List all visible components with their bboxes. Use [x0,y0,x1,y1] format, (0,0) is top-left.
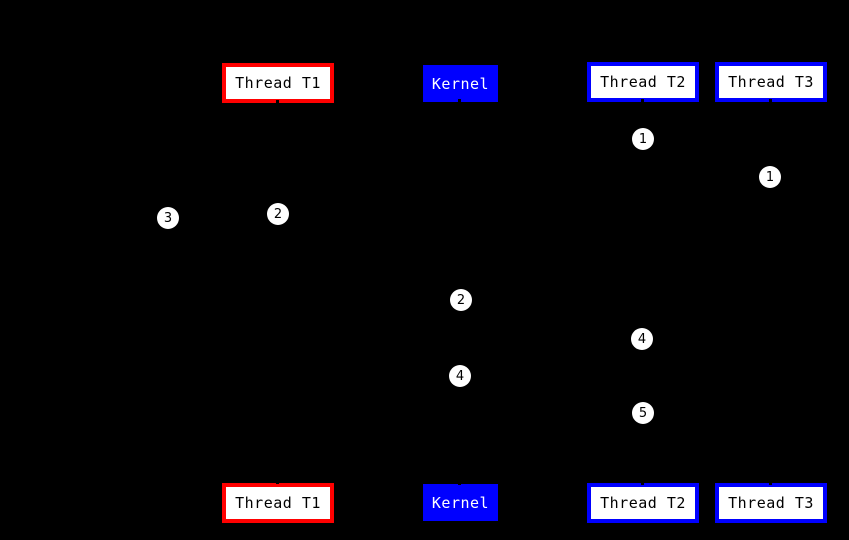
actor-box-thread-t1-top: Thread T1 [222,63,334,103]
actor-label-thread-t2-top: Thread T2 [600,73,686,91]
event-marker-1-thread-t2: 1 [632,128,654,150]
actor-box-kernel-top: Kernel [423,65,498,102]
event-marker-5-thread-t2: 5 [632,402,654,424]
event-marker-4-thread-t2: 4 [631,328,653,350]
actor-label-kernel-bottom: Kernel [431,493,490,512]
event-marker-2-thread-t1: 2 [267,203,289,225]
lifeline-notch-t2-bottom [641,479,644,485]
actor-label-thread-t2-bottom: Thread T2 [600,494,686,512]
event-marker-4-kernel: 4 [449,365,471,387]
lifeline-notch-t1-top [276,100,279,106]
actor-box-thread-t1-bottom: Thread T1 [222,483,334,523]
lifeline-notch-kernel-top [458,99,461,105]
actor-label-thread-t1-bottom: Thread T1 [235,494,321,512]
actor-box-thread-t2-bottom: Thread T2 [587,483,699,523]
lifeline-notch-t3-bottom [769,479,772,485]
actor-label-kernel-top: Kernel [431,74,490,93]
event-marker-3-left: 3 [157,207,179,229]
event-marker-1-thread-t3: 1 [759,166,781,188]
actor-box-kernel-bottom: Kernel [423,484,498,521]
lifeline-notch-kernel-bottom [458,479,461,485]
actor-box-thread-t3-top: Thread T3 [715,62,827,102]
actor-label-thread-t1-top: Thread T1 [235,74,321,92]
lifeline-notch-t1-bottom [276,478,279,484]
event-marker-2-kernel: 2 [450,289,472,311]
actor-label-thread-t3-bottom: Thread T3 [728,494,814,512]
lifeline-notch-t2-top [641,99,644,105]
actor-label-thread-t3-top: Thread T3 [728,73,814,91]
actor-box-thread-t2-top: Thread T2 [587,62,699,102]
lifeline-notch-t3-top [769,99,772,105]
actor-box-thread-t3-bottom: Thread T3 [715,483,827,523]
